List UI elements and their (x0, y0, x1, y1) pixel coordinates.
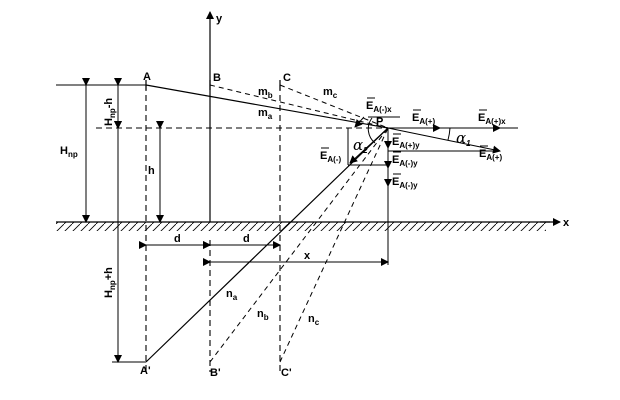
label-e-a-plus-y: EA(+)y (392, 133, 420, 150)
ground-hatch (56, 222, 546, 231)
label-m-b: mb (258, 86, 273, 100)
label-c: C (283, 72, 291, 84)
label-a: A (143, 71, 151, 83)
svg-text:EA(-): EA(-) (320, 150, 341, 164)
line-m-a (145, 84, 389, 129)
label-b-prime: B' (210, 367, 221, 379)
label-p: P (376, 116, 383, 128)
line-n-c (279, 127, 389, 363)
x-axis-label: x (563, 217, 570, 229)
angle-alpha2-arc (367, 117, 376, 144)
label-alpha2: α2 (353, 136, 368, 155)
label-h-np: Hnp (60, 145, 78, 159)
svg-text:EA(-)y: EA(-)y (392, 154, 418, 168)
label-e-a-plus: EA(+) (412, 109, 435, 126)
line-n-b (209, 127, 389, 363)
label-b: B (213, 72, 221, 84)
vector-e-a-minus (349, 127, 389, 164)
label-a-prime: A' (140, 365, 151, 377)
y-axis-label: y (216, 13, 223, 25)
label-m-c: mc (323, 86, 338, 100)
vector-e-a-minus-x-head (354, 116, 365, 128)
label-d1: d (174, 233, 181, 245)
label-h: h (148, 165, 155, 177)
label-m-a: ma (258, 107, 273, 121)
label-alpha1: α1 (456, 129, 471, 148)
label-e-a-minus-y: EA(-)y (392, 151, 418, 168)
label-d2: d (243, 233, 250, 245)
label-n-b: nb (257, 308, 269, 322)
label-n-c: nc (308, 313, 320, 327)
svg-text:EA(-)y: EA(-)y (392, 176, 418, 190)
angle-alpha1-arc (447, 127, 451, 141)
label-c-prime: C' (281, 367, 292, 379)
label-n-a: na (226, 288, 238, 302)
label-e-a-minus-y2: EA(-)y (392, 173, 418, 190)
line-m-b (209, 84, 389, 129)
label-e-a-plus-2: EA(+) (479, 145, 502, 162)
label-h-np-plus-h: Hnp+h (103, 267, 117, 298)
label-e-a-minus-x: EA(-)x (366, 97, 392, 114)
label-e-a-plus-x: EA(+)x (478, 109, 506, 126)
label-h-np-minus-h: Hnp-h (103, 98, 117, 126)
svg-text:EA(+): EA(+) (412, 112, 435, 126)
vector-e-a-plus-2 (387, 127, 501, 154)
svg-text:EA(+)x: EA(+)x (478, 112, 506, 126)
label-x-dist: x (304, 250, 311, 262)
label-e-a-minus: EA(-) (320, 147, 341, 164)
svg-text:EA(-)x: EA(-)x (366, 100, 392, 114)
svg-text:EA(+): EA(+) (479, 148, 502, 162)
svg-text:EA(+)y: EA(+)y (392, 136, 420, 150)
line-m-c (279, 84, 389, 129)
